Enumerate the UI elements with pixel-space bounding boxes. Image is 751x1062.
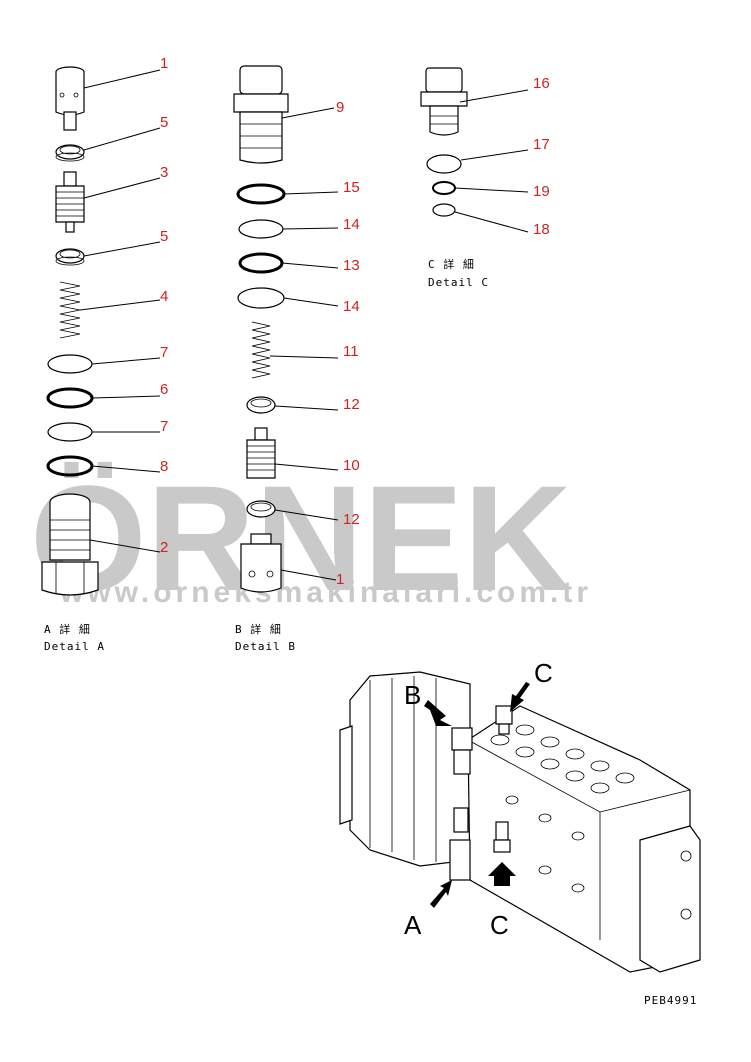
part-14-backup-ring [238,219,284,239]
callout-6: 6 [160,381,168,398]
part-7-backup-ring [47,354,93,374]
view-letter-a: A [404,910,422,940]
callout-4: 4 [160,288,168,305]
detail-c-leaders [454,89,529,233]
part-1-poppet-b [240,533,282,593]
callout-12: 12 [343,396,360,413]
detail-b-leaders [269,107,339,581]
part-12-washer [246,396,276,414]
callout-7: 7 [160,344,168,361]
arrow-c-top [510,682,530,712]
detail-a-callouts: 1 5 3 5 4 7 6 7 8 2 [160,55,168,556]
watermark-url: www.orneksmakinalari.com.tr [59,576,592,609]
detail-c-parts [420,67,468,217]
figure-code: PEB4991 [644,994,697,1007]
callout-13: 13 [343,257,360,274]
callout-3: 3 [160,164,168,181]
part-2-valve-body [41,493,99,596]
valve-top-bosses [490,724,635,893]
callout-1b: 1 [336,571,344,588]
part-5-washer [55,144,85,162]
part-19-o-ring [432,181,456,195]
callout-14b: 14 [343,298,360,315]
callout-16: 16 [533,75,550,92]
detail-b-parts [233,65,289,593]
view-letter-c-top: C [534,658,553,688]
part-12-washer-b [246,500,276,518]
callout-18: 18 [533,221,550,238]
installed-valve-c-bottom [493,821,511,853]
installed-valve-b [451,727,473,775]
installed-valve-c-top [495,705,513,735]
callout-11: 11 [343,343,359,360]
callout-14: 14 [343,216,360,233]
callout-8: 8 [160,458,168,475]
part-7-backup-ring-b [47,422,93,442]
part-17-seal [426,154,462,174]
detail-b-callouts: 9 15 14 13 14 11 12 10 12 1 [336,99,360,588]
part-9-plug [233,65,289,164]
detail-a-parts [41,66,99,596]
part-14-backup-ring-b [237,287,285,309]
arrow-b [424,700,452,726]
callout-10: 10 [343,457,360,474]
arrow-c-bottom [488,862,516,886]
control-valve-assembly: B C A C [339,658,701,973]
callout-15: 15 [343,179,360,196]
watermark-brand: ÖRNEK [30,454,572,622]
detail-c-en-caption: Detail C [428,276,489,289]
detail-a-en-caption: Detail A [44,640,105,653]
part-6-o-ring [46,387,94,409]
callout-1: 1 [160,55,168,72]
part-4-spring [59,281,81,339]
part-15-o-ring [236,183,286,205]
callout-7b: 7 [160,418,168,435]
installed-valve-a [449,807,471,881]
arrow-a [430,880,452,908]
part-5-washer-b [55,248,85,266]
detail-b-jp-caption: B 詳 細 [235,622,282,636]
callout-17: 17 [533,136,550,153]
view-letter-c-bottom: C [490,910,509,940]
part-13-o-ring [238,252,284,274]
part-16-plug [420,67,468,136]
watermark: ÖRNEK www.orneksmakinalari.com.tr [30,454,592,622]
part-3-piston [55,171,85,233]
callout-19: 19 [533,183,550,200]
view-letter-b: B [404,680,421,710]
detail-c-callouts: 16 17 19 18 [533,75,550,238]
detail-a-jp-caption: A 詳 細 [44,622,91,636]
callout-2: 2 [160,539,168,556]
detail-c-jp-caption: C 詳 細 [428,257,475,271]
part-11-spring [251,321,271,379]
detail-b-en-caption: Detail B [235,640,296,653]
callout-9: 9 [336,99,344,116]
part-1-poppet [55,66,85,131]
part-18-seal [432,203,456,217]
callout-12b: 12 [343,511,360,528]
callout-5: 5 [160,114,168,131]
callout-5b: 5 [160,228,168,245]
part-10-piston [246,427,276,479]
detail-a-leaders [79,69,161,553]
